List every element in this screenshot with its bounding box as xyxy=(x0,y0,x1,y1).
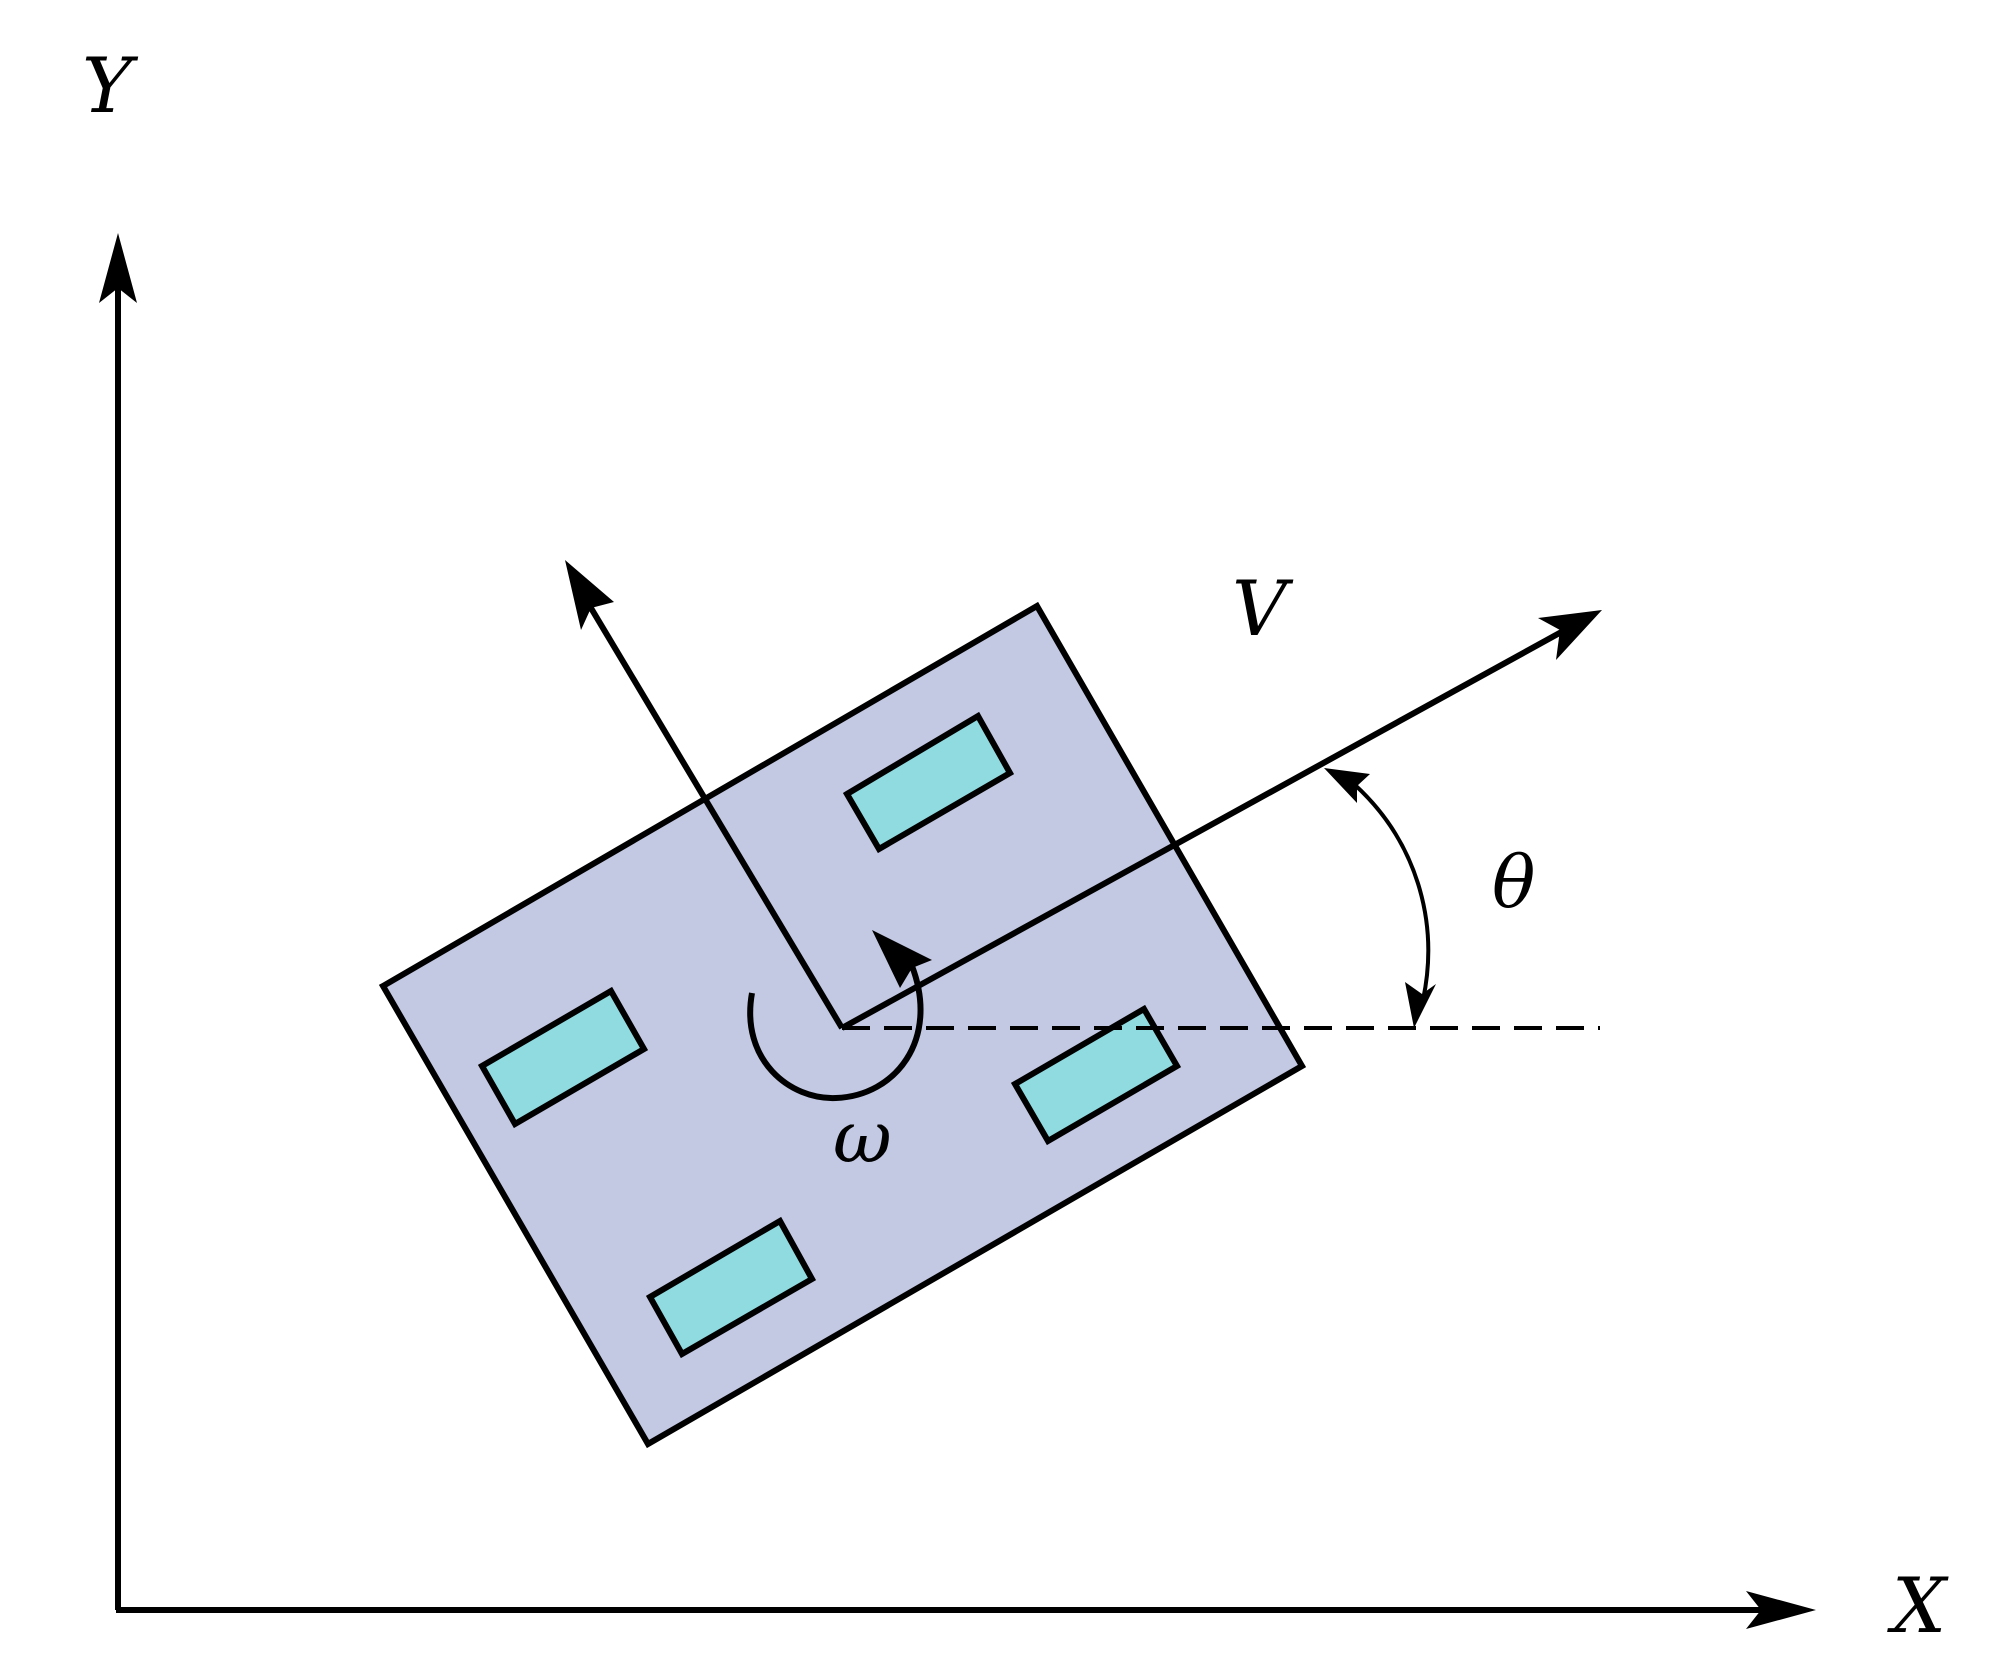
velocity-label: V xyxy=(1232,564,1294,653)
rotation-arc xyxy=(747,964,924,1102)
theta-arc xyxy=(1353,783,1431,1001)
rotation-arrow xyxy=(872,930,932,988)
x-axis-arrow xyxy=(1746,1591,1816,1629)
theta-arc-arrow-bottom xyxy=(1405,982,1436,1028)
x-axis-label: X xyxy=(1887,1561,1949,1650)
wheel-bottom xyxy=(645,1216,817,1359)
wheel-top-right xyxy=(842,711,1015,854)
lateral-axis-line xyxy=(582,596,845,1030)
theta-label: θ xyxy=(1492,840,1535,924)
y-axis-arrow xyxy=(99,233,137,303)
lateral-axis-arrow xyxy=(565,560,614,630)
y-axis-label: Y xyxy=(82,41,139,130)
omega-label: ω xyxy=(833,1095,892,1179)
wheel-left xyxy=(477,986,649,1129)
velocity-arrow xyxy=(1538,610,1602,660)
velocity-line xyxy=(840,627,1567,1031)
theta-arc-arrow-top xyxy=(1324,768,1370,803)
wheel-right xyxy=(1010,1004,1182,1146)
